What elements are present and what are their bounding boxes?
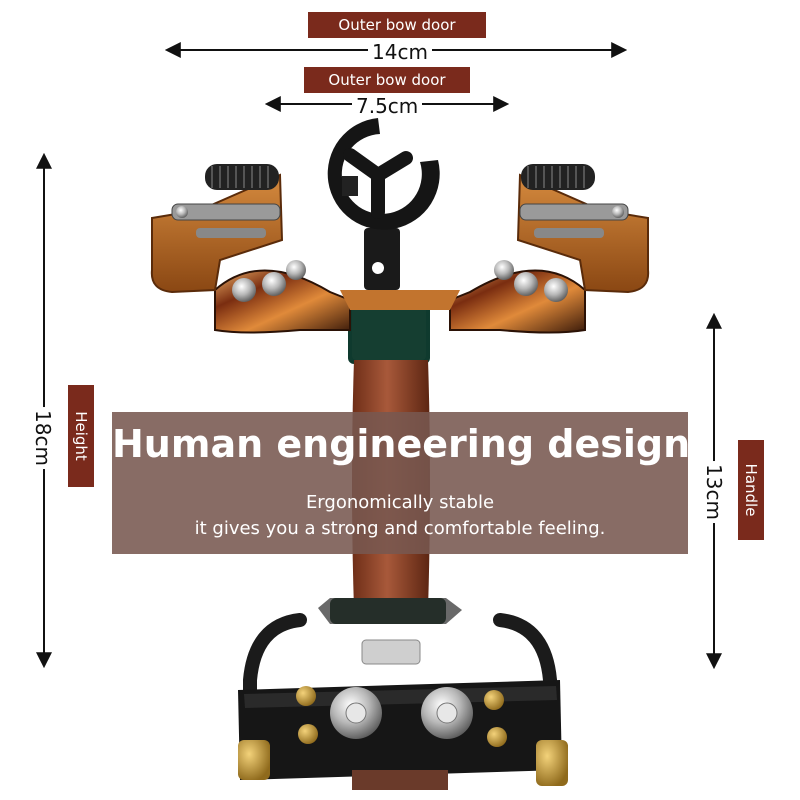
height-18cm-text: 18cm bbox=[31, 407, 55, 469]
width-7-5cm-measurement: 7.5cm bbox=[352, 94, 423, 118]
handle-label: Handle bbox=[738, 440, 764, 540]
height-18cm-measurement: 18cm bbox=[28, 398, 58, 478]
handle-13cm-text: 13cm bbox=[702, 461, 726, 523]
outer-bow-door-label-inner: Outer bow door bbox=[304, 67, 470, 93]
handle-13cm-measurement: 13cm bbox=[699, 452, 729, 532]
banner-subtitle-line-1: Ergonomically stable bbox=[305, 492, 495, 513]
feature-banner: Human engineering design Ergonomically s… bbox=[112, 412, 691, 554]
banner-subtitle-line-2: it gives you a strong and comfortable fe… bbox=[194, 518, 606, 539]
slingshot-sight-ring bbox=[327, 118, 440, 290]
slingshot-bow-frames bbox=[150, 164, 650, 302]
banner-title: Human engineering design bbox=[112, 422, 691, 466]
height-label: Height bbox=[68, 385, 94, 487]
slingshot-base bbox=[238, 613, 568, 790]
height-label-text: Height bbox=[72, 411, 90, 461]
handle-label-text: Handle bbox=[742, 463, 760, 517]
outer-bow-door-label-top: Outer bow door bbox=[308, 12, 486, 38]
width-14cm-measurement: 14cm bbox=[368, 40, 432, 64]
